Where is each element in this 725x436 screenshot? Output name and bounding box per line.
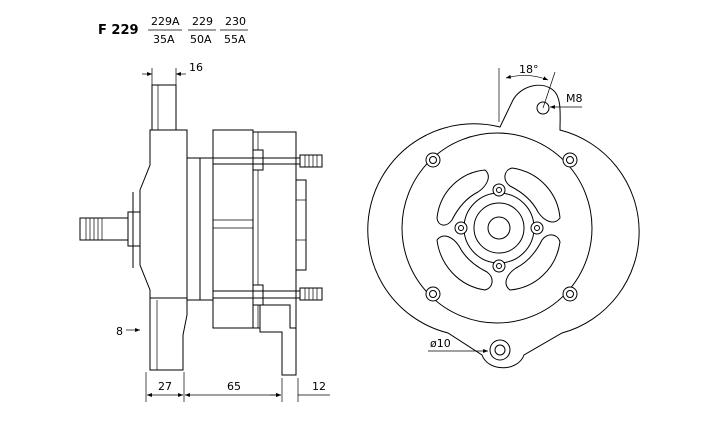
rear-housing xyxy=(212,129,254,329)
variant-current: 55A xyxy=(224,33,246,46)
model-title: F 229 xyxy=(98,23,139,38)
rear-bracket xyxy=(259,304,297,376)
front-cover xyxy=(139,129,188,299)
front-depth-label: 27 xyxy=(158,380,172,393)
variant-current: 50A xyxy=(190,33,212,46)
bottom-lug xyxy=(149,297,188,371)
top-lug xyxy=(151,84,177,131)
model-header: F 229 229A 35A 229 50A 230 55A xyxy=(98,15,248,46)
dimension-hole: ø10 xyxy=(428,337,488,353)
angle-label: 18° xyxy=(519,63,539,76)
variant-code: 229A xyxy=(151,15,180,28)
dimension-angle: 18° xyxy=(498,63,556,122)
variant-code: 230 xyxy=(225,15,246,28)
body-depth-label: 65 xyxy=(227,380,241,393)
hole-diameter-label: ø10 xyxy=(430,337,451,350)
front-view: 18° M8 ø10 xyxy=(367,63,640,369)
upper-bolt xyxy=(213,149,323,171)
variant-229a: 229A 35A xyxy=(148,15,182,46)
variant-229: 229 50A xyxy=(188,15,216,46)
variant-code: 229 xyxy=(192,15,213,28)
shaft xyxy=(79,211,141,247)
rotor-hub xyxy=(454,183,544,273)
variant-230: 230 55A xyxy=(220,15,248,46)
dimension-8: 8 xyxy=(116,325,140,338)
offset-label: 8 xyxy=(116,325,123,338)
shaft-width-label: 16 xyxy=(189,61,203,74)
fan-blades xyxy=(436,167,561,291)
side-view: 16 8 27 65 12 xyxy=(79,61,330,402)
bottom-dimensions: 27 65 12 xyxy=(145,372,330,402)
corner-screws xyxy=(425,152,578,302)
dimension-thread: M8 xyxy=(550,92,583,109)
rear-depth-label: 12 xyxy=(312,380,326,393)
variant-current: 35A xyxy=(153,33,175,46)
dimension-16: 16 xyxy=(142,61,203,85)
thread-label: M8 xyxy=(566,92,583,105)
lower-bolt xyxy=(213,284,323,306)
